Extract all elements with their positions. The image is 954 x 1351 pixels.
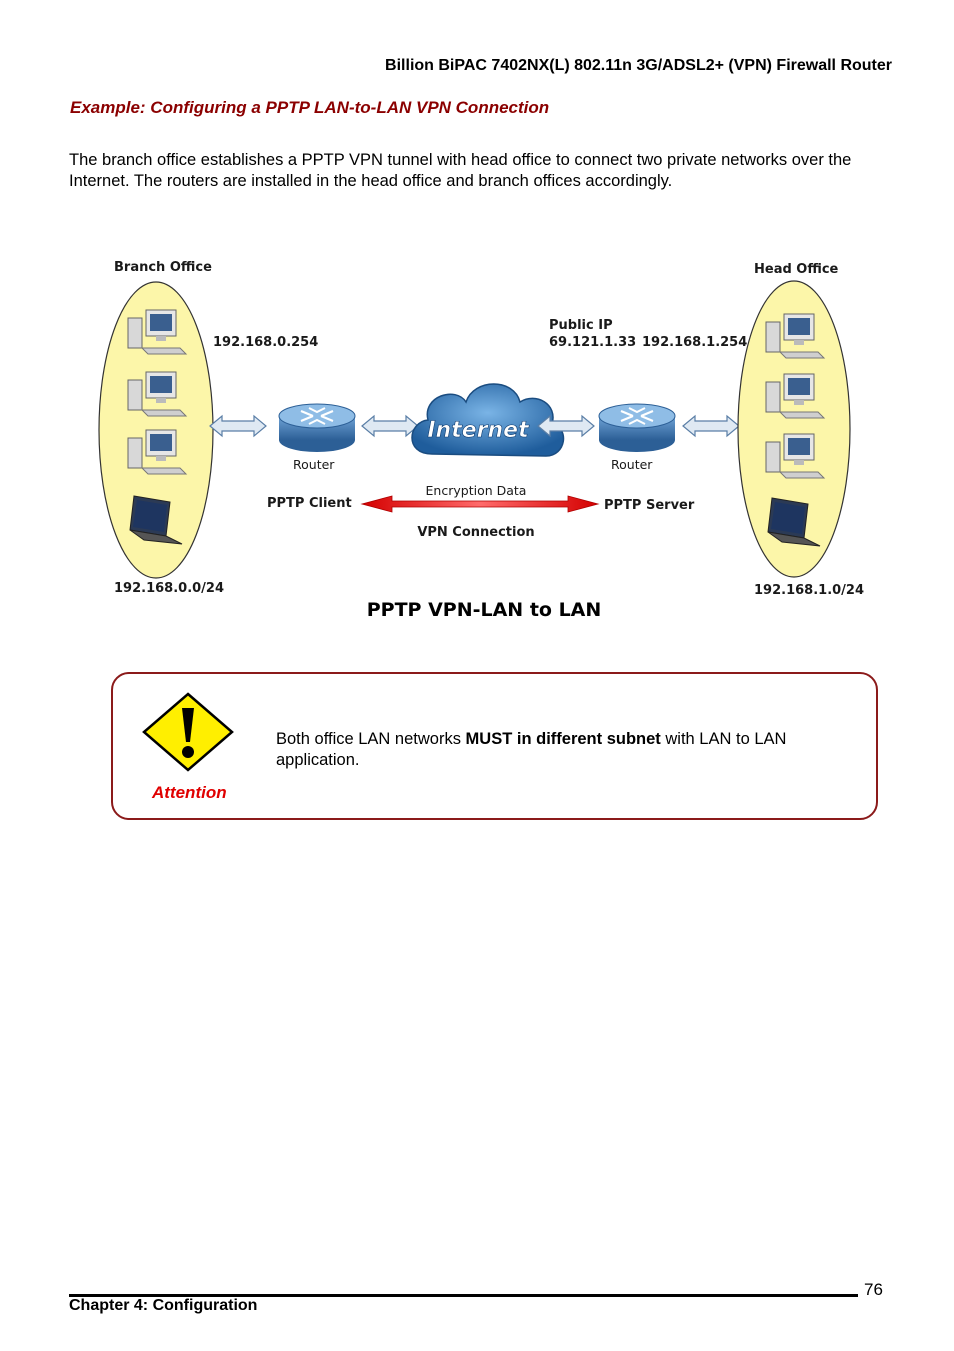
attention-box	[111, 672, 878, 820]
public-ip-value: 69.121.1.33	[549, 335, 636, 350]
attention-text-before: Both office LAN networks	[276, 730, 466, 748]
intro-paragraph: The branch office establishes a PPTP VPN…	[69, 151, 852, 190]
branch-gateway-ip: 192.168.0.254	[213, 335, 318, 350]
head-lan-ellipse	[737, 280, 851, 578]
attention-text-bold: MUST in different subnet	[465, 730, 661, 748]
page-number: 76	[864, 1280, 883, 1299]
head-subnet-label: 192.168.1.0/24	[754, 583, 864, 598]
chapter-label: Chapter 4: Configuration	[69, 1297, 258, 1314]
pptp-server-label: PPTP Server	[604, 498, 695, 513]
header-title: Billion BiPAC 7402NX(L) 802.11n 3G/ADSL2…	[385, 57, 892, 74]
head-office-label: Head Office	[754, 262, 839, 277]
branch-router-label: Router	[293, 457, 335, 472]
diagram-caption: PPTP VPN-LAN to LAN	[367, 599, 602, 621]
pptp-lan-to-lan-diagram: Branch Office 192.168.0.0/24 192.168.0.2…	[96, 236, 864, 628]
footer-rule	[69, 1294, 858, 1297]
encryption-data-label: Encryption Data	[426, 483, 527, 498]
branch-subnet-label: 192.168.0.0/24	[114, 581, 224, 596]
internet-label: Internet	[427, 418, 530, 443]
head-router-icon	[597, 402, 677, 454]
vpn-tunnel-arrow	[360, 495, 600, 513]
pptp-client-label: PPTP Client	[267, 496, 352, 511]
vpn-connection-label: VPN Connection	[417, 525, 534, 540]
attention-label: Attention	[152, 783, 227, 802]
public-ip-label: Public IP	[549, 318, 613, 333]
section-title: Example: Configuring a PPTP LAN-to-LAN V…	[70, 98, 550, 117]
attention-text: Both office LAN networks MUST in differe…	[276, 729, 846, 771]
branch-router-icon	[277, 402, 357, 454]
warning-icon	[142, 692, 234, 772]
branch-office-label: Branch Office	[114, 260, 212, 275]
attention-text-after: with LAN to LAN application.	[276, 730, 787, 769]
head-gateway-ip: 192.168.1.254	[642, 335, 747, 350]
head-router-label: Router	[611, 457, 653, 472]
